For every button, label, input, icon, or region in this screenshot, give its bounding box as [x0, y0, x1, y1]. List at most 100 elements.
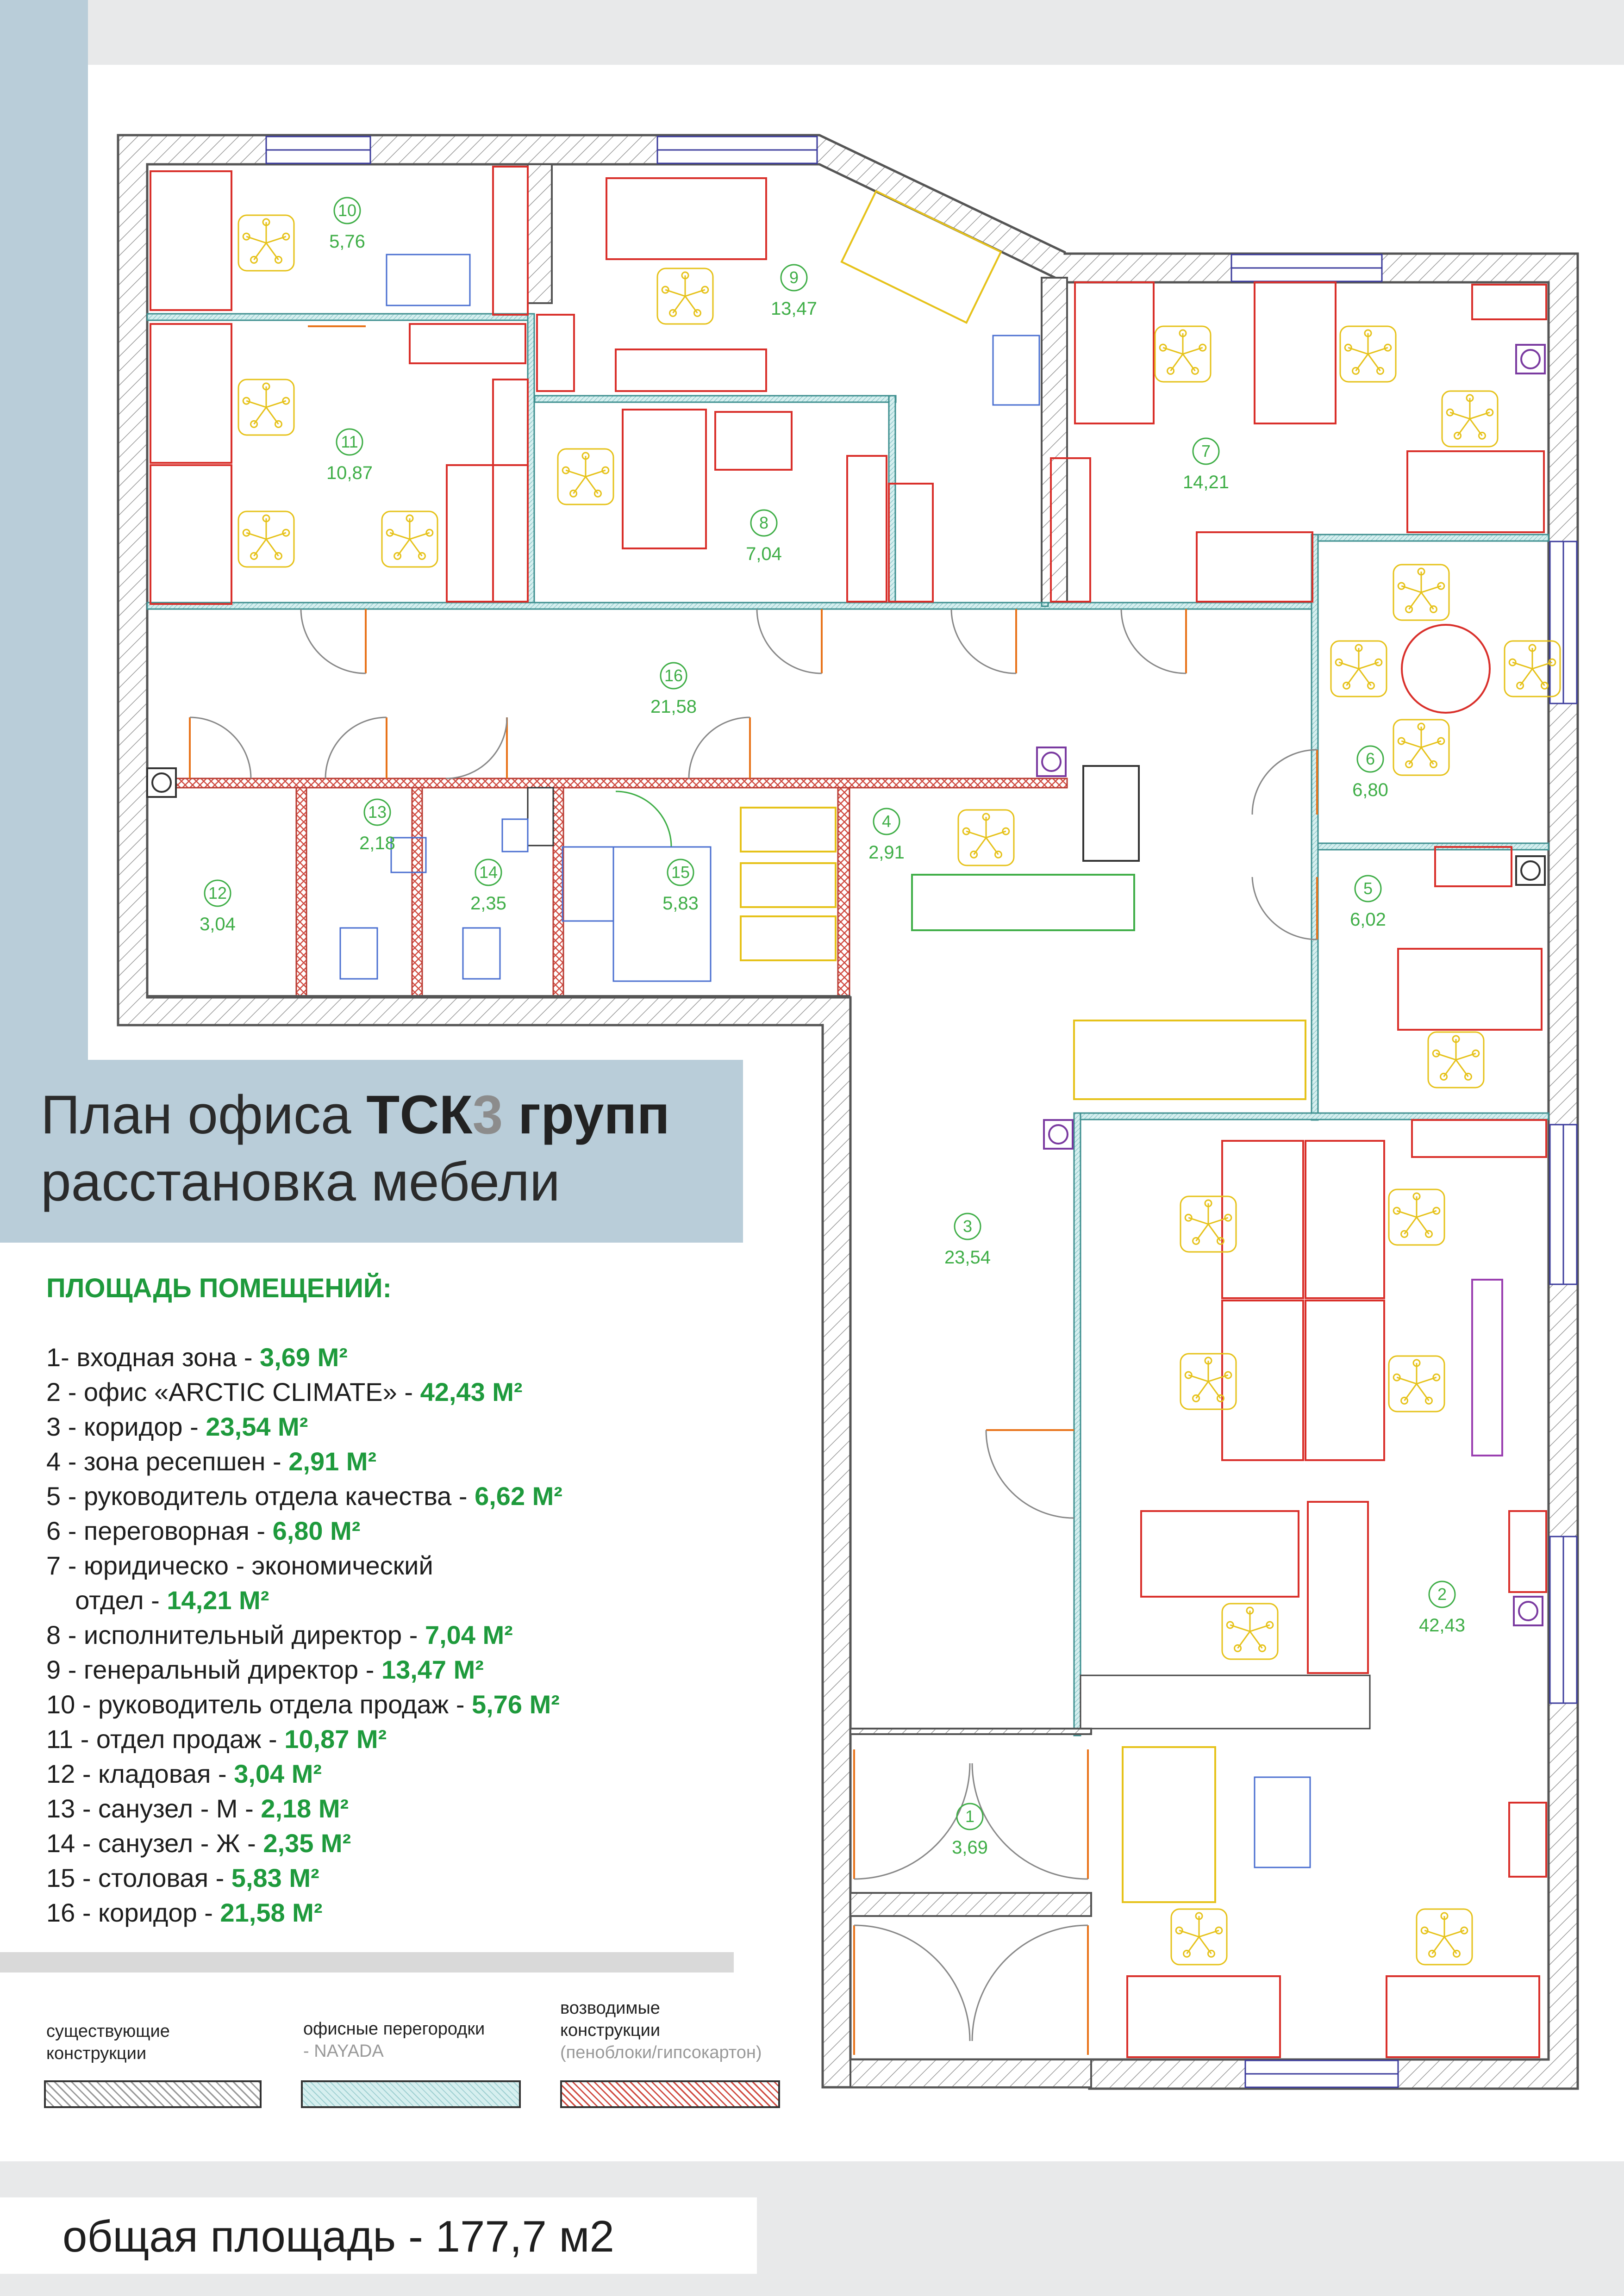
- area-label: 7 - юридическо - экономический: [46, 1551, 433, 1580]
- area-row: отдел - 14,21 М²: [46, 1583, 562, 1618]
- divider-bar: [0, 1952, 734, 1972]
- room-area: 2,91: [868, 842, 905, 863]
- chair-icon: [381, 510, 438, 568]
- area-label: 14 - санузел - Ж -: [46, 1829, 263, 1858]
- area-label: 10 - руководитель отдела продаж -: [46, 1690, 472, 1719]
- area-row: 15 - столовая - 5,83 М²: [46, 1860, 562, 1895]
- chair-icon: [237, 510, 295, 568]
- chair-icon: [1180, 1353, 1237, 1410]
- chair-icon: [1388, 1355, 1445, 1412]
- room-number: 8: [759, 513, 768, 532]
- room-labels: 13,69242,43323,5442,9156,0266,80714,2187…: [200, 197, 1465, 1858]
- room-number-circle: [475, 859, 502, 886]
- title-panel: [0, 1060, 743, 1243]
- area-label: 12 - кладовая -: [46, 1759, 234, 1788]
- room-number: 5: [1363, 879, 1373, 898]
- total-panel: [0, 2197, 757, 2274]
- left-color-band: [0, 0, 88, 1060]
- chair-icon: [1154, 325, 1212, 383]
- room-number: 12: [208, 884, 227, 902]
- chair-icon: [1393, 564, 1450, 621]
- area-label: 15 - столовая -: [46, 1863, 231, 1892]
- brand-suffix: групп: [503, 1084, 670, 1145]
- area-row: 7 - юридическо - экономический: [46, 1548, 562, 1583]
- area-label: 4 - зона ресепшен -: [46, 1447, 289, 1476]
- area-value: 10,87 М²: [284, 1724, 387, 1754]
- cabinets: [150, 166, 1547, 2058]
- brand-digit: 3: [472, 1084, 503, 1145]
- vestibule: [849, 1728, 1092, 2088]
- brand-name: ТСК: [366, 1084, 473, 1145]
- room-area: 3,04: [200, 914, 236, 934]
- chair-icon: [1221, 1603, 1279, 1660]
- area-label: отдел -: [46, 1586, 167, 1615]
- room-area: 21,58: [650, 697, 697, 717]
- area-row: 1- входная зона - 3,69 М²: [46, 1340, 562, 1375]
- area-row: 11 - отдел продаж - 10,87 М²: [46, 1722, 562, 1756]
- room-area: 5,76: [329, 231, 365, 252]
- area-row: 13 - санузел - М - 2,18 М²: [46, 1791, 562, 1826]
- area-value: 13,47 М²: [381, 1655, 484, 1684]
- total-area: общая площадь - 177,7 м2: [62, 2212, 614, 2261]
- room-area: 2,35: [470, 893, 506, 914]
- area-row: 9 - генеральный директор - 13,47 М²: [46, 1652, 562, 1687]
- area-label: 9 - генеральный директор -: [46, 1655, 381, 1684]
- room-number: 11: [341, 432, 358, 451]
- area-row: 8 - исполнительный директор - 7,04 М²: [46, 1618, 562, 1652]
- room-number-circle: [1192, 437, 1220, 465]
- office-partitions: [146, 313, 1549, 1736]
- area-row: 2 - офис «ARCTIC CLIMATE» - 42,43 М²: [46, 1375, 562, 1409]
- area-value: 5,83 М²: [231, 1863, 319, 1892]
- room-number-circle: [336, 428, 363, 456]
- room-area: 2,18: [359, 833, 395, 853]
- room-number: 10: [338, 201, 356, 220]
- room-number-circle: [1354, 875, 1382, 902]
- area-label: 13 - санузел - М -: [46, 1794, 261, 1823]
- area-row: 4 - зона ресепшен - 2,91 М²: [46, 1444, 562, 1479]
- chair-icon: [1180, 1195, 1237, 1253]
- room-number: 6: [1366, 749, 1375, 768]
- area-label: 11 - отдел продаж -: [46, 1724, 285, 1754]
- new-walls: [173, 778, 1068, 997]
- area-value: 23,54 М²: [206, 1412, 308, 1441]
- legend-partitions-label: офисные перегородки- NAYADA: [303, 2019, 485, 2061]
- room-number-circle: [956, 1803, 984, 1830]
- chair-icon: [656, 268, 714, 325]
- legend-existing-swatch: [44, 2080, 262, 2108]
- room-number-circle: [750, 509, 778, 537]
- room-area: 7,04: [746, 544, 782, 564]
- chair-icon: [1427, 1031, 1485, 1089]
- room-number: 4: [882, 812, 891, 831]
- area-value: 2,91 М²: [288, 1447, 377, 1476]
- chair-icon: [1416, 1908, 1473, 1966]
- chair-icon: [1330, 640, 1387, 697]
- room-number-circle: [660, 662, 687, 690]
- chair-icon: [1388, 1188, 1445, 1246]
- chair-icon: [1441, 390, 1499, 448]
- chair-icon: [237, 214, 295, 272]
- area-row: 16 - коридор - 21,58 М²: [46, 1895, 562, 1930]
- area-label: 6 - переговорная -: [46, 1516, 273, 1545]
- room-number-circle: [363, 798, 391, 826]
- area-label: 2 - офис «ARCTIC CLIMATE» -: [46, 1377, 420, 1406]
- room-number: 16: [664, 666, 683, 685]
- room-number-circle: [667, 859, 694, 886]
- area-value: 3,69 М²: [260, 1343, 348, 1372]
- area-label: 16 - коридор -: [46, 1898, 220, 1927]
- area-value: 2,18 М²: [261, 1794, 349, 1823]
- chair-icon: [237, 379, 295, 436]
- room-area: 6,80: [1352, 780, 1388, 800]
- area-value: 14,21 М²: [167, 1586, 269, 1615]
- doors: [189, 325, 1318, 2055]
- chairs: [237, 214, 1561, 1966]
- chair-icon: [957, 809, 1015, 866]
- room-number-circle: [1356, 745, 1384, 773]
- areas-heading: ПЛОЩАДЬ ПОМЕЩЕНИЙ:: [46, 1273, 392, 1303]
- room-number: 9: [789, 268, 799, 287]
- chair-icon: [1170, 1908, 1228, 1966]
- room-number: 14: [479, 863, 498, 882]
- room-number: 1: [965, 1807, 974, 1826]
